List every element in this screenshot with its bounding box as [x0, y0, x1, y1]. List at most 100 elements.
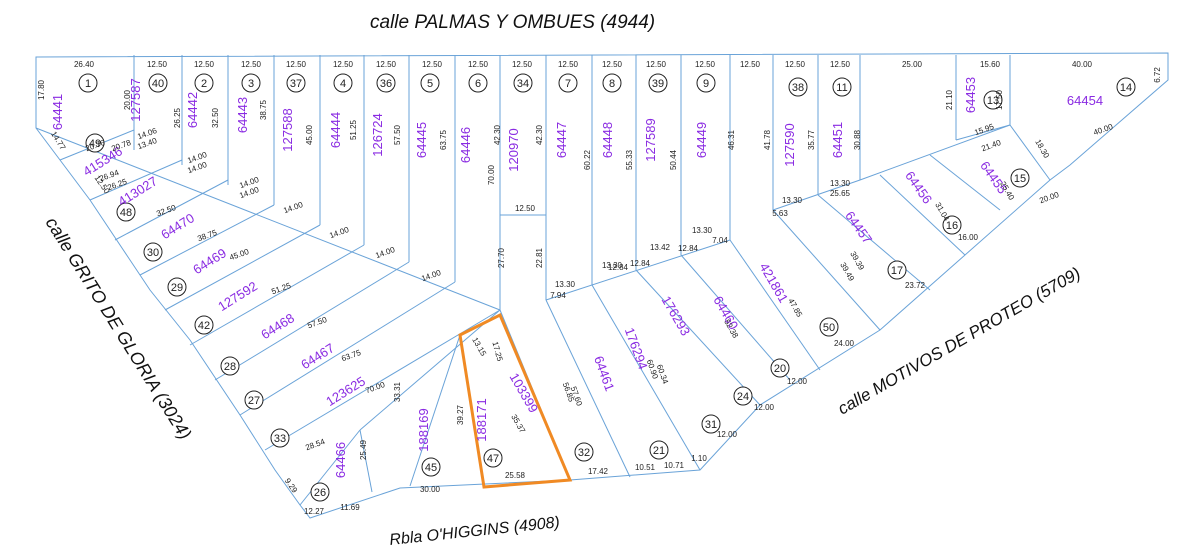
- padron-number: 64461: [591, 354, 617, 393]
- depth-measure: 17.80: [37, 79, 46, 100]
- lot-13[interactable]: 13 64453: [963, 77, 1003, 113]
- padron-number: 188169: [416, 408, 431, 451]
- measure-label: 27.70: [497, 247, 506, 268]
- lot-number: 45: [425, 462, 437, 474]
- lot-number: 26: [314, 487, 326, 499]
- measure-label: 7.94: [550, 291, 566, 300]
- street-west-label: calle GRITO DE GLORIA (3024): [42, 214, 196, 443]
- lot-number: 5: [427, 78, 433, 90]
- lot-4[interactable]: 4 64444: [328, 73, 353, 148]
- lot-number: 24: [737, 391, 749, 403]
- padron-number: 64448: [600, 122, 615, 158]
- top-measure: 12.50: [194, 60, 215, 69]
- lot-11[interactable]: 11 64451: [830, 77, 852, 158]
- lot-number: 31: [705, 419, 717, 431]
- lot-circle: [649, 440, 669, 460]
- measure-label: 5.63: [772, 209, 788, 218]
- lot-number: 32: [578, 447, 590, 459]
- lot-circle: [194, 73, 214, 93]
- top-measure: 12.50: [468, 60, 489, 69]
- measure-label: 7.04: [712, 236, 728, 245]
- lot-circle: [376, 73, 396, 93]
- lot-number: 47: [487, 453, 499, 465]
- lot-number: 13: [987, 95, 999, 107]
- depth-measure: 45.00: [305, 124, 314, 145]
- measure-label: 24.00: [834, 339, 855, 348]
- measure-label: 23.72: [905, 281, 926, 290]
- measure-label: 14.00: [282, 200, 304, 215]
- lot-number: 40: [152, 78, 164, 90]
- lot-circle: [421, 457, 441, 477]
- lot-47[interactable]: 47 188171: [474, 398, 503, 468]
- measure-label: 39.49: [838, 261, 856, 283]
- lot-circle: [241, 73, 261, 93]
- padron-number: 64453: [963, 77, 978, 113]
- top-measure: 12.50: [740, 60, 761, 69]
- lot-circle: [143, 242, 163, 262]
- padron-number: 64446: [458, 127, 473, 163]
- depth-measure: 6.72: [1153, 67, 1162, 83]
- measure-label: 10.51: [635, 463, 656, 472]
- measure-label: 16.00: [958, 233, 979, 242]
- lot-number: 34: [517, 78, 529, 90]
- lot-number: 27: [248, 395, 260, 407]
- lot-circle: [194, 315, 214, 335]
- padron-number: 64469: [190, 245, 229, 277]
- depth-measure: 60.22: [583, 149, 592, 170]
- measure-label: 12.00: [754, 403, 775, 412]
- measure-label: 17.25: [490, 341, 504, 363]
- lot-45[interactable]: 45 188169: [416, 408, 441, 477]
- lot-number: 4: [340, 78, 346, 90]
- lot-circle: [286, 73, 306, 93]
- padron-number: 188171: [474, 398, 489, 441]
- street-east-label: calle MOTIVOS DE PROTEO (5709): [835, 264, 1084, 419]
- top-measure: 15.60: [980, 60, 1001, 69]
- depth-measure: 63.75: [439, 129, 448, 150]
- measure-label: 12.00: [787, 377, 808, 386]
- measure-label: 10.71: [664, 461, 685, 470]
- padron-number: 64451: [830, 122, 845, 158]
- lot-number: 11: [836, 82, 847, 94]
- lot-number: 20: [774, 363, 786, 375]
- padron-number: 127588: [280, 108, 295, 151]
- depth-measure: 38.75: [259, 99, 268, 120]
- padron-number: 64466: [333, 442, 348, 478]
- lot-circle: [513, 73, 533, 93]
- lot-26[interactable]: 26 64466: [310, 442, 348, 502]
- lot-number: 14: [1120, 82, 1132, 94]
- lot-circle: [220, 356, 240, 376]
- lot-number: 48: [120, 207, 132, 219]
- lot-number: 9: [703, 78, 709, 90]
- lot-number: 21: [653, 445, 665, 457]
- lot-circle: [558, 73, 578, 93]
- highlighted-lot-47[interactable]: [458, 312, 573, 489]
- padron-number: 64468: [258, 310, 297, 342]
- lot-circle: [983, 90, 1003, 110]
- padron-number: 64444: [328, 112, 343, 148]
